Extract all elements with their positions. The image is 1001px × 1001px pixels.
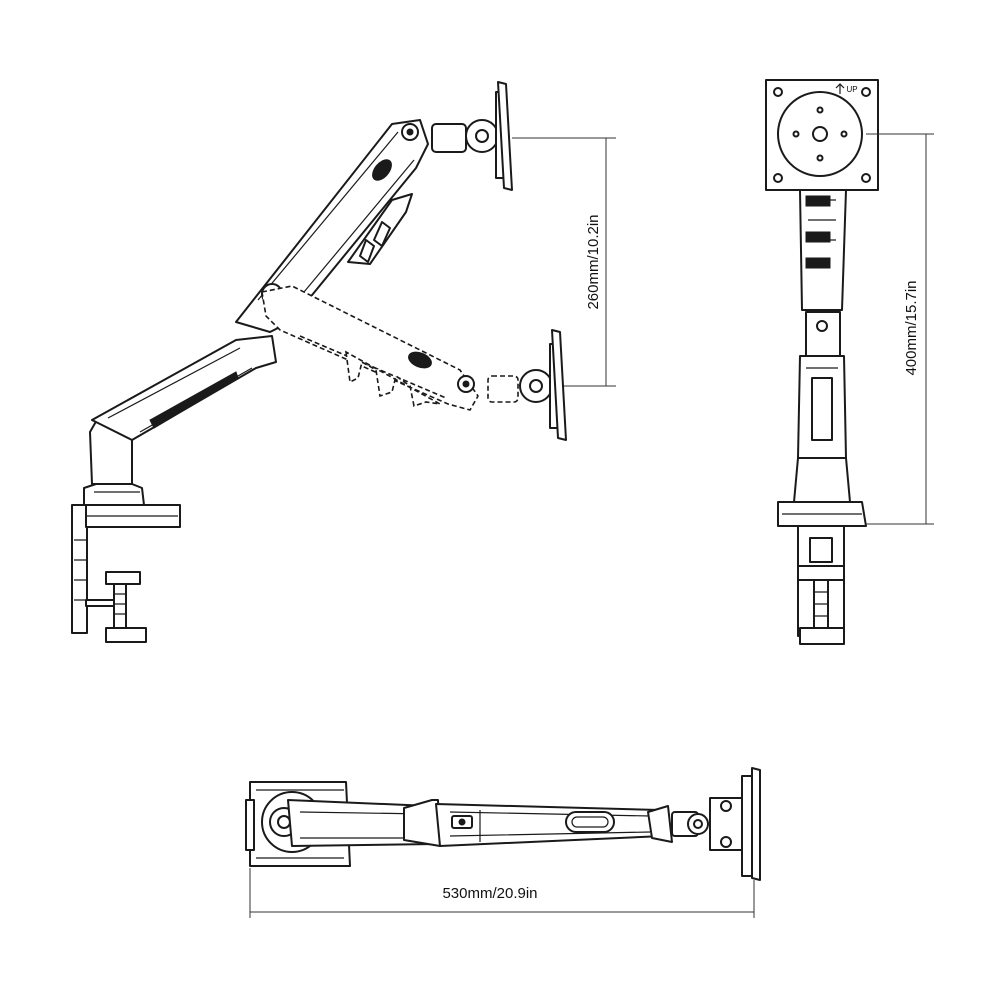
reach-dimension: 530mm/20.9in: [249, 868, 755, 918]
front-view: UP: [765, 79, 934, 645]
side-view: 260mm/10.2in: [71, 81, 616, 643]
max-height-label: 400mm/15.7in: [903, 280, 920, 375]
tilt-head-lowered: [487, 329, 567, 441]
upper-arm-lowered: [261, 285, 479, 411]
front-base-clamp: [777, 501, 867, 645]
arm-column: [793, 189, 851, 503]
top-view: 530mm/20.9in: [245, 767, 761, 918]
top-upper-arm: [403, 799, 673, 847]
height-range-dimension: 260mm/10.2in: [512, 137, 616, 387]
desk-clamp: [71, 504, 181, 643]
tilt-head-raised: [431, 81, 513, 191]
vesa-plate: UP: [765, 79, 879, 191]
max-height-dimension: 400mm/15.7in: [866, 133, 934, 525]
reach-label: 530mm/20.9in: [442, 885, 537, 902]
height-range-label: 260mm/10.2in: [585, 214, 602, 309]
lower-arm: [91, 335, 277, 441]
plate-up-marking: UP: [846, 85, 857, 94]
top-tilt-head: [671, 767, 761, 881]
